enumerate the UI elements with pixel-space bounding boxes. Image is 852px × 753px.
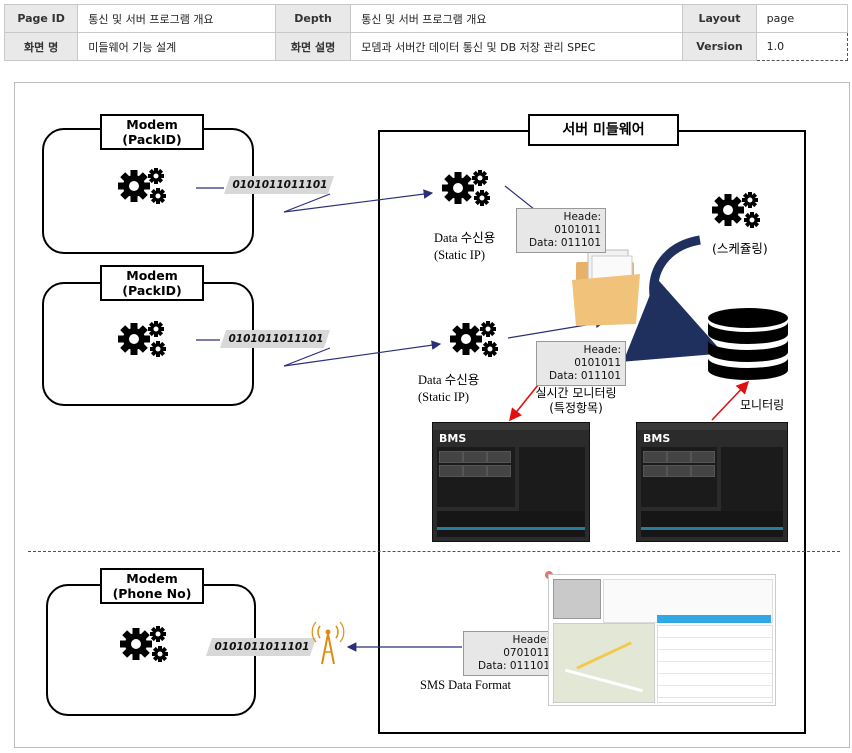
binary-packet-1 [224,176,334,194]
arrow-to-receiver2 [283,340,442,367]
bms-logo-2: BMS [643,432,671,445]
packet-box-2: Heade: 0101011 Data: 011101 [536,341,626,386]
receiver1-label: Data 수신용 (Static IP) [434,230,495,264]
binary-text-1: 0101011011101 [232,179,328,191]
receiver1-line1: Data 수신용 [434,231,496,245]
database-icon [708,308,788,380]
packet-box-3: Heade: 0701011 Data: 011101 [463,631,555,676]
arrow-db-monitor [711,380,750,421]
realtime-line1: 실시간 모니터링 [535,386,617,400]
packet2-head: Heade: 0101011 [574,344,621,369]
scheduling-label: (스케쥴링) [712,241,768,256]
packet3-head: Heade: 0701011 [503,634,550,659]
screen-name-value: 미들웨어 기능 설계 [77,32,276,61]
scheduler-arc [623,235,724,362]
version-value: 1.0 [755,32,849,61]
receiver1-gears-icon [442,170,490,206]
sms-table-rows [657,625,773,703]
packet1-data: Data: 011101 [528,237,601,249]
page-id-label: Page ID [3,4,79,33]
arrow-to-receiver1 [283,189,434,213]
sms-device-image [553,579,601,619]
receiver2-line1: Data 수신용 [418,373,480,387]
bms-monitor-screen-2: BMS [636,422,788,542]
realtime-monitoring-label: 실시간 모니터링 (특정항목) [530,386,622,416]
modem3-gears-icon [120,626,168,662]
scheduler-gears-icon [712,192,760,228]
monitoring-label: 모니터링 [740,398,785,412]
receiver2-line2: (Static IP) [418,390,470,404]
packet2-data: Data: 011101 [548,370,621,382]
modem1-gears-icon [118,168,166,204]
binary-packet-3 [206,638,316,656]
link-modem2-b [283,347,331,367]
sms-map-image [553,623,655,703]
link-modem1-b [283,193,331,213]
modem2-gears-icon [118,321,166,357]
binary-packet-2 [220,330,330,348]
modem-title-3: Modem (Phone No) [100,568,204,604]
packet3-data: Data: 011101 [477,660,550,672]
realtime-line2: (특정항목) [549,401,603,415]
sms-data-format-label: SMS Data Format [420,678,511,692]
layout-value: page [755,4,849,33]
binary-text-2: 0101011011101 [228,333,324,345]
antenna-icon [311,621,345,665]
layout-label: Layout [682,4,757,33]
packet1-head: Heade: 0101011 [554,211,601,236]
version-label: Version [682,32,757,61]
screen-name-label: 화면 명 [3,32,79,61]
receiver1-line2: (Static IP) [434,248,486,262]
sms-table-header [657,615,771,623]
depth-value: 통신 및 서버 프로그램 개요 [350,4,684,33]
bms-monitor-screen-1: BMS [432,422,590,542]
binary-text-3: 0101011011101 [214,641,310,653]
receiver2-gears-icon [450,321,498,357]
server-title: 서버 미들웨어 [528,114,679,146]
modem-title-2: Modem (PackID) [100,265,204,301]
modem-title-1: Modem (PackID) [100,114,204,150]
section-divider [28,551,840,552]
screen-desc-label: 화면 설명 [274,32,352,61]
folder-icon [572,249,640,326]
receiver2-label: Data 수신용 (Static IP) [418,372,479,406]
packet-box-1: Heade: 0101011 Data: 011101 [516,208,606,253]
screen-desc-value: 모뎀과 서버간 데이터 통신 및 DB 저장 관리 SPEC [350,32,684,61]
sms-data-format-thumbnail [548,574,776,706]
bms-logo-1: BMS [439,432,467,445]
header-table: Page ID 통신 및 서버 프로그램 개요 Depth 통신 및 서버 프로… [3,4,849,61]
